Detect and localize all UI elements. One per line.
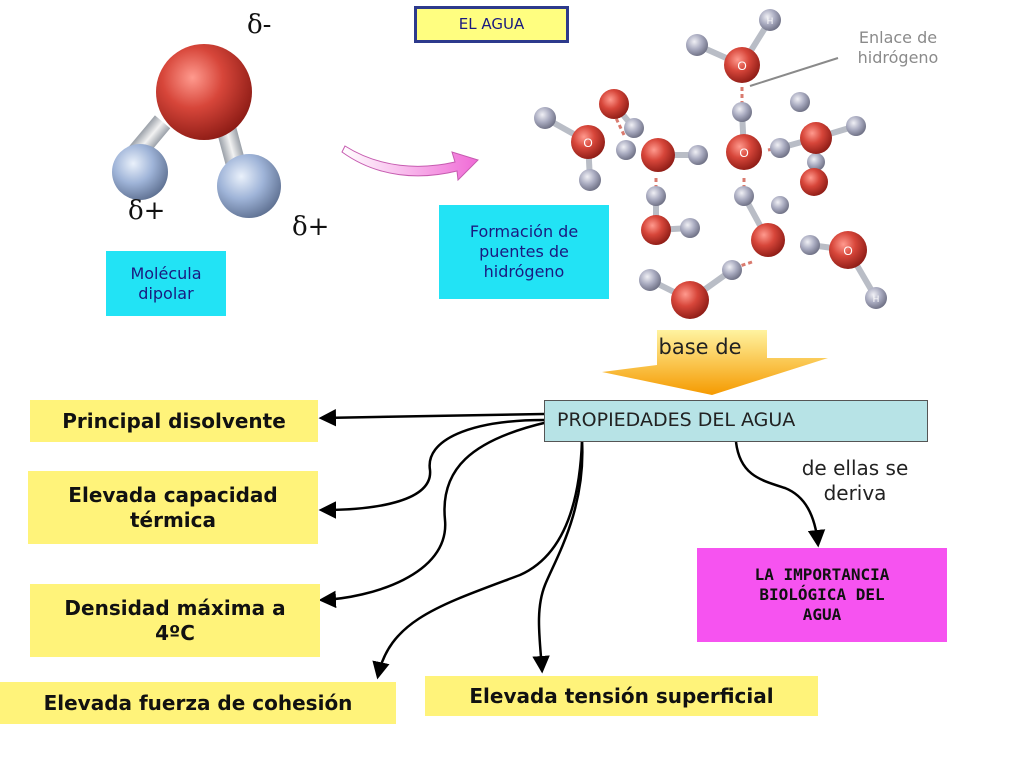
- network-oxygen: [671, 281, 709, 319]
- network-hydrogen: [686, 34, 708, 56]
- property-3-line-2: 4ºC: [155, 620, 195, 645]
- property-4-line-1: Elevada fuerza de cohesión: [43, 690, 353, 715]
- importance-line-1: LA IMPORTANCIA: [754, 565, 890, 584]
- network-oxygen: [726, 134, 762, 170]
- importance-line-2: BIOLÓGICA DEL: [759, 585, 885, 604]
- arrow-to-capacidad: [318, 418, 545, 519]
- properties-header-box: PROPIEDADES DEL AGUA: [544, 400, 928, 442]
- property-2-line-2: térmica: [129, 507, 217, 532]
- network-hydrogen: [646, 186, 666, 206]
- importance-line-3: AGUA: [802, 605, 842, 624]
- derive-label: de ellas se deriva: [780, 456, 930, 506]
- network-oxygen: [571, 125, 605, 159]
- arrow-to-cohesion: [372, 439, 584, 680]
- property-box-cohesion: Elevada fuerza de cohesión: [0, 682, 396, 724]
- enlace-line-1: Enlace de: [858, 28, 938, 47]
- network-hydrogen: [579, 169, 601, 191]
- puentes-line-1: Formación de: [469, 222, 579, 241]
- delta-plus-left-label: δ+: [128, 196, 166, 226]
- enlace-line-2: hidrógeno: [857, 48, 939, 67]
- network-oxygen: [641, 138, 675, 172]
- network-hydrogen: [722, 260, 742, 280]
- network-oxygen: [599, 89, 629, 119]
- oxygen-symbol: O: [737, 59, 746, 73]
- arrow-to-importancia: [734, 441, 826, 548]
- hydrogen-symbol: H: [767, 16, 774, 26]
- oxygen-atom: [156, 44, 252, 140]
- delta-plus-right-label: δ+: [292, 212, 330, 242]
- network-hydrogen: [770, 138, 790, 158]
- water-molecule: [112, 44, 281, 218]
- hydrogen-atom-right: [217, 154, 281, 218]
- network-hydrogen: [790, 92, 810, 112]
- page-title: EL AGUA: [414, 6, 569, 43]
- dipolar-molecule-box: Molécula dipolar: [106, 251, 226, 316]
- property-5-line-1: Elevada tensión superficial: [469, 683, 774, 708]
- property-box-capacidad: Elevada capacidad térmica: [28, 471, 318, 544]
- page-title-text: EL AGUA: [458, 15, 525, 34]
- network-oxygen: [641, 215, 671, 245]
- property-box-disolvente: Principal disolvente: [30, 400, 318, 442]
- property-arrows: [318, 408, 826, 680]
- properties-header-text: PROPIEDADES DEL AGUA: [557, 409, 796, 432]
- base-de-arrow: [602, 330, 828, 395]
- oxygen-symbol: O: [583, 136, 592, 150]
- network-hydrogen: [680, 218, 700, 238]
- derive-line-1: de ellas se: [801, 456, 909, 480]
- network-hydrogen: [624, 118, 644, 138]
- property-box-tension: Elevada tensión superficial: [425, 676, 818, 716]
- puentes-line-3: hidrógeno: [483, 262, 565, 281]
- network-hydrogen: [865, 287, 887, 309]
- property-2-line-1: Elevada capacidad: [68, 482, 278, 507]
- network-oxygen: [829, 231, 867, 269]
- network-hydrogen: [732, 102, 752, 122]
- oxygen-symbol: O: [843, 244, 852, 258]
- hydrogen-symbol: H: [873, 294, 880, 304]
- network-hydrogen: [534, 107, 556, 129]
- network-hydrogen: [616, 140, 636, 160]
- bond-label-pointer: [749, 57, 839, 87]
- hydrogen-bonds: [614, 85, 818, 290]
- derive-line-2: deriva: [823, 481, 887, 505]
- arrow-to-tension: [532, 439, 584, 674]
- network-oxygen: [751, 223, 785, 257]
- puentes-line-2: puentes de: [479, 242, 569, 261]
- base-de-label: base de: [658, 335, 742, 359]
- delta-minus-label: δ-: [247, 10, 272, 40]
- network-hydrogen: [771, 196, 789, 214]
- arrow-to-densidad: [318, 420, 549, 609]
- biological-importance-box: LA IMPORTANCIA BIOLÓGICA DEL AGUA: [697, 548, 947, 642]
- hydrogen-atom-left: [112, 144, 168, 200]
- hydrogen-bridges-box: Formación de puentes de hidrógeno: [439, 205, 609, 299]
- oxygen-symbol: O: [739, 146, 748, 160]
- network-hydrogen: [688, 145, 708, 165]
- network-hydrogen: [846, 116, 866, 136]
- property-3-line-1: Densidad máxima a: [64, 595, 286, 620]
- hbond-network: O O O O H H: [534, 9, 887, 319]
- arrow-to-disolvente: [318, 408, 545, 427]
- network-hydrogen: [807, 153, 825, 171]
- network-hydrogen: [759, 9, 781, 31]
- dipolar-line-2: dipolar: [138, 283, 194, 303]
- network-hydrogen: [800, 235, 820, 255]
- hydrogen-bond-label: Enlace de hidrógeno: [838, 28, 958, 68]
- network-oxygen: [800, 122, 832, 154]
- dipolar-line-1: Molécula: [130, 263, 202, 283]
- property-1-line-1: Principal disolvente: [62, 408, 286, 433]
- network-oxygen: [800, 168, 828, 196]
- pink-curved-arrow: [341, 145, 479, 182]
- network-oxygen: [724, 47, 760, 83]
- property-box-densidad: Densidad máxima a 4ºC: [30, 584, 320, 657]
- network-hydrogen: [639, 269, 661, 291]
- network-hydrogen: [734, 186, 754, 206]
